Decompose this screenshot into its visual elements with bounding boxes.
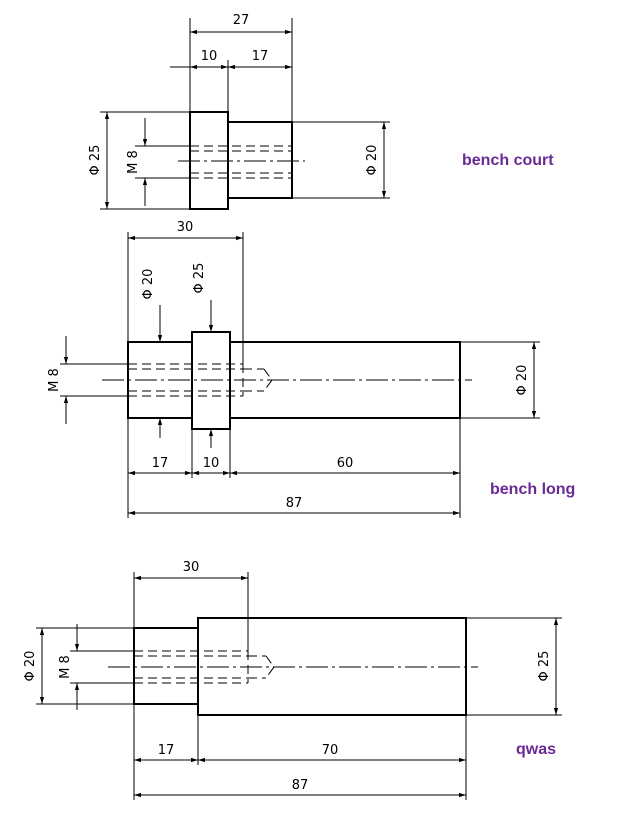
dim-thread-size: M 8 [58,655,73,679]
dim-segment-1: 17 [158,743,175,758]
flange-outline [189,111,229,210]
dim-left-diameter: Φ 20 [141,269,156,300]
dim-thread-size: M 8 [47,368,62,392]
dim-right-diameter: Φ 20 [515,365,530,396]
dim-segment-1: 17 [152,456,169,471]
drill-point-line [263,368,273,392]
dim-overall-length: 87 [292,778,309,793]
dim-segment-2: 70 [322,743,339,758]
right-body-outline [197,617,467,716]
dim-overall-length: 27 [233,13,250,28]
dim-segment-3: 60 [337,456,354,471]
dim-shaft-length: 17 [252,49,269,64]
dim-shaft-diameter: Φ 20 [365,145,380,176]
drill-point-line [265,655,275,679]
dim-flange-diameter: Φ 25 [192,263,207,294]
part-label: bench long [490,481,575,498]
dim-right-diameter: Φ 25 [537,651,552,682]
dim-segment-2: 10 [203,456,220,471]
left-shaft-outline [133,627,199,705]
part-label: qwas [516,741,556,758]
part-bench-long: 30 Φ 20 Φ 25 M 8 Φ 20 17 10 60 87 bench … [47,220,575,518]
part-qwas: 30 Φ 20 M 8 Φ 25 17 70 87 qwas [23,560,562,800]
flange-outline [191,331,231,430]
dim-left-diameter: Φ 20 [23,651,38,682]
dim-hole-depth: 30 [177,220,194,235]
shaft-outline [227,121,293,199]
part-label: bench court [462,152,554,169]
dim-overall-length: 87 [286,496,303,511]
dim-flange-length: 10 [201,49,218,64]
dim-thread-size: M 8 [126,150,141,174]
part-bench-court: 27 10 17 Φ 25 M 8 Φ 20 bench court [88,13,554,210]
dim-hole-depth: 30 [183,560,200,575]
dim-flange-diameter: Φ 25 [88,145,103,176]
